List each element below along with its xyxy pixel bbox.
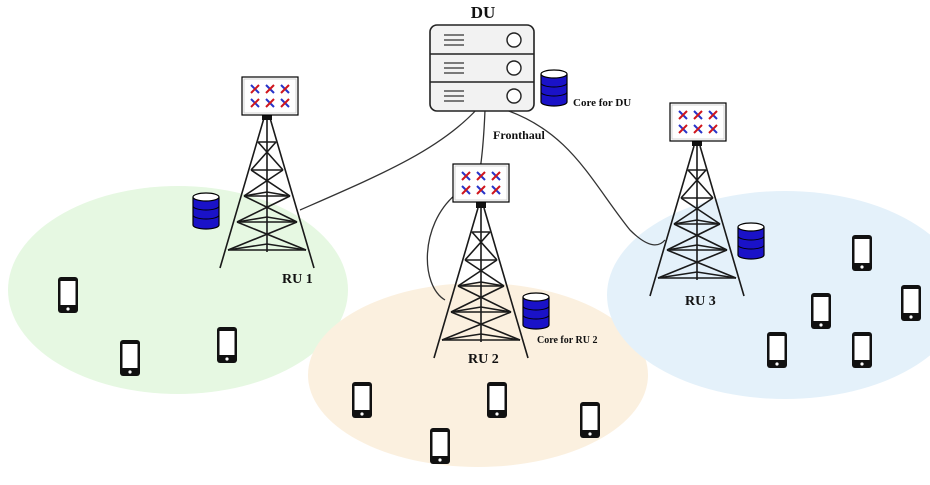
- smartphone-icon: [852, 235, 872, 271]
- ru1-antenna-panel-icon: [241, 76, 299, 116]
- cell-ru3: [607, 191, 930, 399]
- du-server-icon: [429, 24, 535, 112]
- core-ru2-label: Core for RU 2: [537, 335, 597, 346]
- ru2-database-icon: [522, 292, 550, 330]
- cell-ru1: [8, 186, 348, 394]
- smartphone-icon: [430, 428, 450, 464]
- ru3-database-icon: [737, 222, 765, 260]
- smartphone-icon: [487, 382, 507, 418]
- smartphone-icon: [811, 293, 831, 329]
- smartphone-icon: [58, 277, 78, 313]
- cell-ru2: [308, 283, 648, 467]
- smartphone-icon: [217, 327, 237, 363]
- core-du-database-icon: [540, 69, 568, 107]
- core-du-label: Core for DU: [573, 97, 631, 109]
- smartphone-icon: [120, 340, 140, 376]
- ru2-antenna-panel-icon: [452, 163, 510, 203]
- smartphone-icon: [852, 332, 872, 368]
- smartphone-icon: [580, 402, 600, 438]
- ru1-label: RU 1: [282, 272, 313, 287]
- fronthaul-cables: [299, 107, 666, 301]
- ru2-label: RU 2: [468, 352, 499, 367]
- ru1-tower-icon: [219, 114, 315, 269]
- fronthaul-label: Fronthaul: [493, 128, 545, 142]
- smartphone-icon: [901, 285, 921, 321]
- ru2-tower-icon: [433, 202, 529, 359]
- ru1-database-icon: [192, 192, 220, 230]
- ru3-tower-icon: [649, 140, 745, 297]
- du-label: DU: [471, 3, 496, 22]
- smartphone-icon: [352, 382, 372, 418]
- smartphone-icon: [767, 332, 787, 368]
- ru3-antenna-panel-icon: [669, 102, 727, 142]
- ru3-label: RU 3: [685, 294, 716, 309]
